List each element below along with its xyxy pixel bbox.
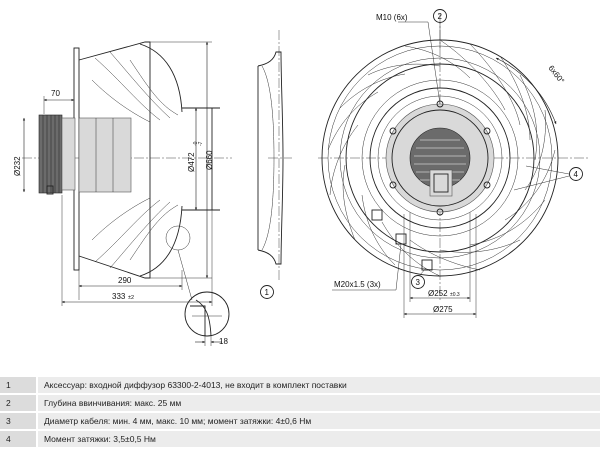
callout-2: 2 (438, 12, 443, 21)
note-number: 1 (0, 377, 36, 393)
label-m20: M20x1.5 (3x) (334, 280, 381, 289)
dim-333: 333 (112, 292, 126, 301)
note-number: 3 (0, 413, 36, 429)
dim-333-tol: ±2 (128, 295, 134, 301)
dim-diameter-660: Ø660 (205, 150, 214, 170)
notes-table: 1 Аксессуар: входной диффузор 63300-2-40… (0, 377, 600, 449)
dim-472-tol-upper: -0 (193, 141, 199, 146)
inlet-ring-section: 1 (257, 30, 292, 299)
dim-252-tol: ±0.3 (450, 292, 460, 298)
callout-1: 1 (265, 288, 270, 297)
note-text: Момент затяжки: 3,5±0,5 Нм (38, 431, 600, 447)
note-text: Диаметр кабеля: мин. 4 мм, макс. 10 мм; … (38, 413, 600, 429)
note-row-4: 4 Момент затяжки: 3,5±0,5 Нм (0, 431, 600, 449)
note-row-3: 3 Диаметр кабеля: мин. 4 мм, макс. 10 мм… (0, 413, 600, 431)
callout-3: 3 (416, 278, 421, 287)
dim-472-tol-lower: -7 (198, 141, 204, 146)
technical-drawing: 70 Ø232 Ø472 -0 -7 Ø660 290 333 ±2 (13, 9, 590, 346)
dim-18: 18 (219, 337, 228, 346)
side-view: 70 Ø232 Ø472 -0 -7 Ø660 290 333 ±2 (13, 41, 232, 346)
dim-70: 70 (51, 89, 60, 98)
note-number: 2 (0, 395, 36, 411)
note-row-1: 1 Аксессуар: входной диффузор 63300-2-40… (0, 377, 600, 395)
dim-diameter-472: Ø472 (187, 152, 196, 172)
dim-diameter-252: Ø252 (428, 289, 448, 298)
note-text: Глубина ввинчивания: макс. 25 мм (38, 395, 600, 411)
label-m10: M10 (6x) (376, 13, 408, 22)
note-number: 4 (0, 431, 36, 447)
callout-4: 4 (574, 170, 579, 179)
dim-290: 290 (118, 276, 132, 285)
note-row-2: 2 Глубина ввинчивания: макс. 25 мм (0, 395, 600, 413)
note-text: Аксессуар: входной диффузор 63300-2-4013… (38, 377, 600, 393)
label-angle: 6x60° (546, 64, 566, 86)
dim-diameter-232: Ø232 (13, 156, 22, 176)
dim-diameter-275: Ø275 (433, 305, 453, 314)
front-view: M10 (6x) 2 6x60° 4 M20x1.5 (3x) 3 Ø252 ±… (318, 9, 590, 318)
